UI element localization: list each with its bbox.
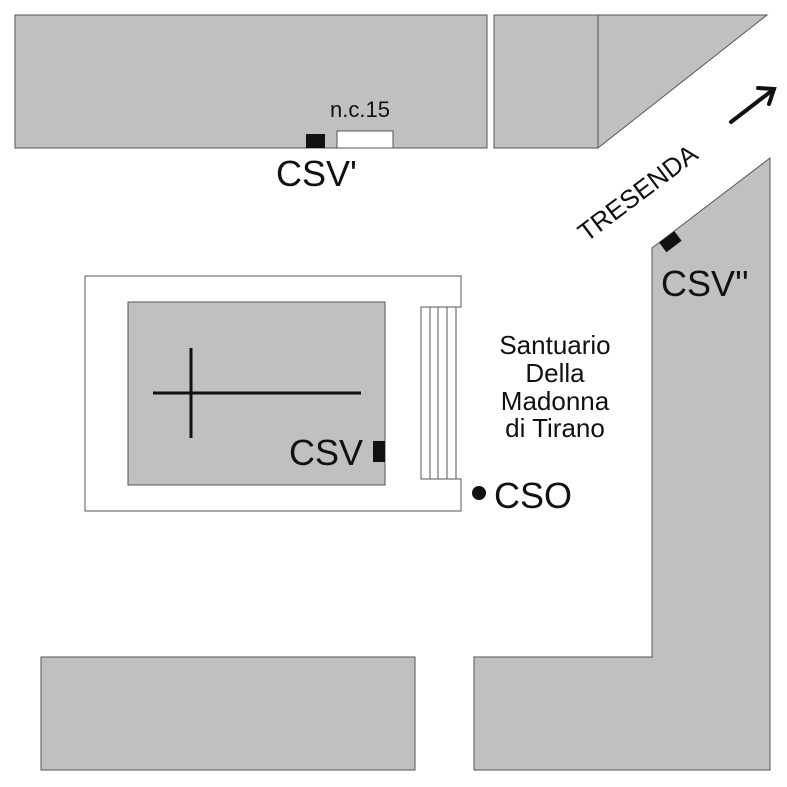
church-name-line-2: Della [525,358,585,388]
building-top-right-wedge [597,14,769,150]
church-name-line-3: Madonna [501,386,610,416]
building-top-left [14,14,488,149]
house-number-door [336,130,394,149]
cso-marker [472,486,486,500]
csv-marker [373,441,385,462]
csv-double-prime-label: CSV'' [661,263,749,304]
cross-icon [153,348,361,438]
csv-prime-marker [306,134,325,148]
house-number-label: n.c.15 [330,97,390,122]
csv-double-prime-marker [659,231,682,253]
direction-arrow-icon [729,86,777,124]
church-name: Santuario Della Madonna di Tirano [499,330,610,443]
church-steps [420,306,457,480]
cso-label: CSO [494,475,572,516]
building-bottom-left [40,656,416,771]
building-top-right [493,14,599,149]
church-name-line-4: di Tirano [505,413,605,443]
church-name-line-1: Santuario [499,330,610,360]
csv-prime-label: CSV' [276,153,357,194]
building-right-l [473,156,771,771]
csv-label: CSV [289,432,363,473]
